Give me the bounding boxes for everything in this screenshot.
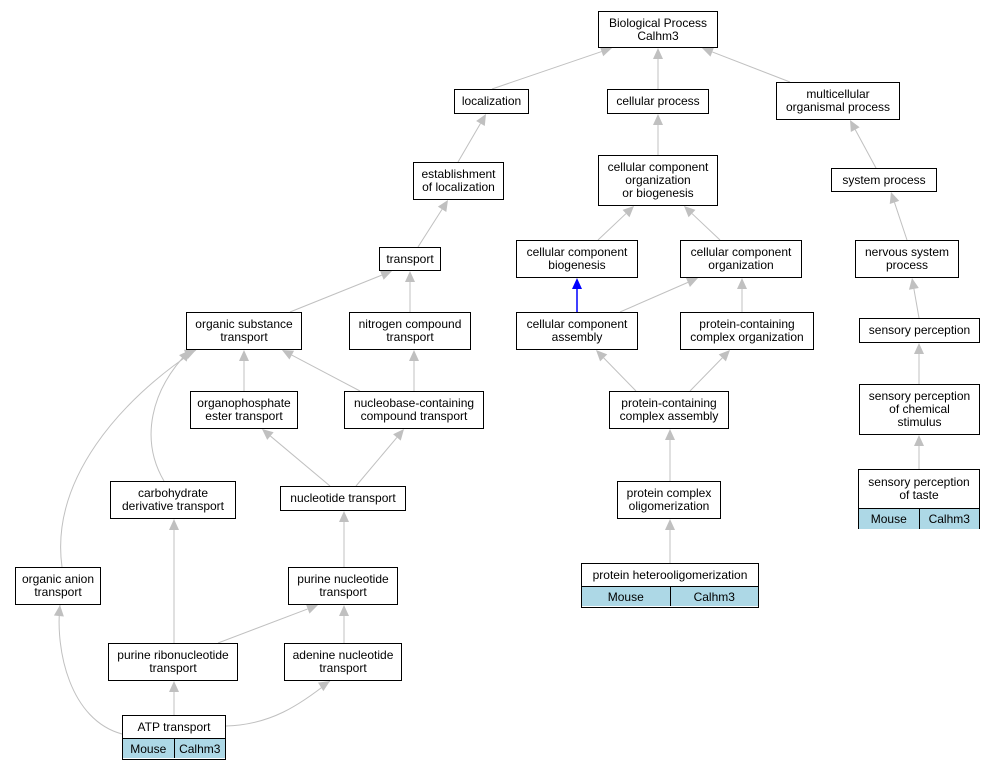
edge-organic-substance-transport xyxy=(289,270,392,313)
node-establishment-of-localization[interactable]: establishment of localization xyxy=(413,162,504,200)
edge-pca-cca xyxy=(596,350,637,392)
edge-taste-sensory-chem xyxy=(914,435,924,469)
node-adenine-nucleotide-transport[interactable]: adenine nucleotide transport xyxy=(284,643,402,681)
tag-gene: Calhm3 xyxy=(173,739,225,758)
node-organic-substance-transport[interactable]: organic substance transport xyxy=(186,312,302,350)
node-organophosphate-ester-transport[interactable]: organophosphate ester transport xyxy=(190,391,298,429)
edge-cca-ccb-highlight xyxy=(572,278,582,312)
edge-ccob-cellular-process xyxy=(653,114,663,155)
edge-localization-bp xyxy=(491,46,612,90)
node-purine-ribonucleotide-transport[interactable]: purine ribonucleotide transport xyxy=(108,643,238,681)
leaf-title: protein heterooligomerization xyxy=(582,564,758,587)
edge-nucleotide-nucleobase xyxy=(355,429,404,487)
node-multicellular-organismal-process[interactable]: multicellular organismal process xyxy=(776,82,900,120)
edge-organophosphate-organic-substance xyxy=(239,350,249,391)
edge-sensory-chem-sensory xyxy=(914,343,924,384)
node-sensory-perception-of-chemical-stimulus[interactable]: sensory perception of chemical stimulus xyxy=(859,384,980,435)
node-protein-complex-oligomerization[interactable]: protein complex oligomerization xyxy=(617,481,721,519)
node-carbohydrate-derivative-transport[interactable]: carbohydrate derivative transport xyxy=(110,481,236,519)
edge-cellular-process-bp xyxy=(653,48,663,89)
edge-purine-ribo-purine-nucleotide xyxy=(217,604,318,644)
leaf-title: ATP transport xyxy=(123,716,225,739)
node-cellular-process[interactable]: cellular process xyxy=(607,89,709,114)
node-system-process[interactable]: system process xyxy=(831,168,937,192)
edge-cco-ccob xyxy=(684,206,721,241)
leaf-atp-transport[interactable]: ATP transport Mouse Calhm3 xyxy=(122,715,226,760)
edge-transport-establishment xyxy=(417,200,448,248)
node-protein-containing-complex-organization[interactable]: protein-containing complex organization xyxy=(680,312,814,350)
node-cellular-component-assembly[interactable]: cellular component assembly xyxy=(516,312,638,350)
edge-system-process-multicellular xyxy=(850,120,877,169)
tag-species: Mouse xyxy=(582,587,670,606)
leaf-tags: Mouse Calhm3 xyxy=(582,587,758,606)
edge-adenine-purine-nucleotide xyxy=(339,605,349,643)
edge-sensory-nervous xyxy=(908,278,920,319)
node-purine-nucleotide-transport[interactable]: purine nucleotide transport xyxy=(288,567,398,605)
edge-heterooligo-oligo xyxy=(665,519,675,563)
edge-cca-cco xyxy=(619,277,698,313)
node-transport[interactable]: transport xyxy=(379,247,441,271)
edge-atp-adenine xyxy=(225,680,331,727)
tag-species: Mouse xyxy=(859,509,919,529)
edge-atp-organic-anion xyxy=(53,604,123,735)
node-organic-anion-transport[interactable]: organic anion transport xyxy=(15,567,101,605)
node-sensory-perception[interactable]: sensory perception xyxy=(859,318,980,343)
edge-nervous-system-process xyxy=(889,192,908,241)
edge-carbohydrate-organic-substance xyxy=(150,349,191,482)
node-protein-containing-complex-assembly[interactable]: protein-containing complex assembly xyxy=(609,391,729,429)
node-nucleotide-transport[interactable]: nucleotide transport xyxy=(280,486,406,511)
node-biological-process[interactable]: Biological Process Calhm3 xyxy=(598,11,718,48)
leaf-tags: Mouse Calhm3 xyxy=(123,739,225,758)
node-cellular-component-organization[interactable]: cellular component organization xyxy=(680,240,802,278)
edge-nucleotide-organophosphate xyxy=(262,429,331,487)
node-cellular-component-organization-or-biogenesis[interactable]: cellular component organization or bioge… xyxy=(598,155,718,206)
edge-atp-purine-ribo xyxy=(169,681,179,715)
edge-pca-pco xyxy=(689,350,730,392)
edge-nucleobase-organic-substance xyxy=(282,350,361,392)
edge-nucleobase-nitrogen xyxy=(409,350,419,391)
edge-organic-anion-organic-substance xyxy=(60,349,197,568)
tag-gene: Calhm3 xyxy=(918,509,979,529)
edge-purine-ribo-carbohydrate xyxy=(169,519,179,643)
edge-multicellular-bp xyxy=(702,47,791,83)
edge-nitrogen-transport xyxy=(405,271,415,312)
node-localization[interactable]: localization xyxy=(454,89,529,114)
edge-establishment-localization xyxy=(457,114,486,163)
edge-purine-nucleotide-nucleotide xyxy=(339,511,349,567)
tag-species: Mouse xyxy=(123,739,174,758)
node-nitrogen-compound-transport[interactable]: nitrogen compound transport xyxy=(349,312,471,350)
node-nervous-system-process[interactable]: nervous system process xyxy=(855,240,959,278)
leaf-title: sensory perception of taste xyxy=(859,470,979,509)
leaf-protein-heterooligomerization[interactable]: protein heterooligomerization Mouse Calh… xyxy=(581,563,759,608)
leaf-tags: Mouse Calhm3 xyxy=(859,509,979,529)
edge-ccb-ccob xyxy=(597,206,634,241)
tag-gene: Calhm3 xyxy=(669,587,758,606)
leaf-sensory-perception-of-taste[interactable]: sensory perception of taste Mouse Calhm3 xyxy=(858,469,980,529)
edge-pco-cco xyxy=(737,278,747,312)
edge-oligo-pca xyxy=(665,429,675,481)
node-nucleobase-containing-compound-transport[interactable]: nucleobase-containing compound transport xyxy=(344,391,484,429)
node-cellular-component-biogenesis[interactable]: cellular component biogenesis xyxy=(516,240,638,278)
